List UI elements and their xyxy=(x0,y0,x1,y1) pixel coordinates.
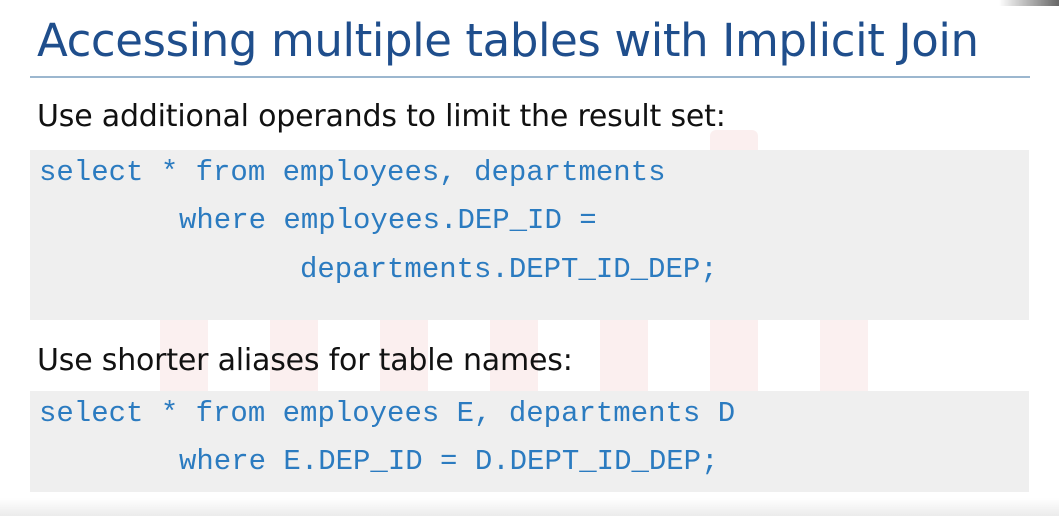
code-line: departments.DEPT_ID_DEP; xyxy=(300,253,718,286)
code-line: where E.DEP_ID = D.DEPT_ID_DEP; xyxy=(179,445,719,478)
caption-additional-operands: Use additional operands to limit the res… xyxy=(37,99,726,134)
code-line: where employees.DEP_ID = xyxy=(179,204,597,237)
slide-title: Accessing multiple tables with Implicit … xyxy=(37,14,979,67)
caption-shorter-aliases: Use shorter aliases for table names: xyxy=(37,343,573,378)
code-line: select * from employees E, departments D xyxy=(39,397,736,430)
title-divider xyxy=(30,76,1030,78)
frame-bottom-edge xyxy=(0,498,1059,516)
code-line: select * from employees, departments xyxy=(39,156,666,189)
frame-edge xyxy=(999,0,1059,6)
code-block-implicit-join: select * from employees, departments whe… xyxy=(30,150,1029,320)
code-block-aliases: select * from employees E, departments D… xyxy=(30,391,1029,492)
